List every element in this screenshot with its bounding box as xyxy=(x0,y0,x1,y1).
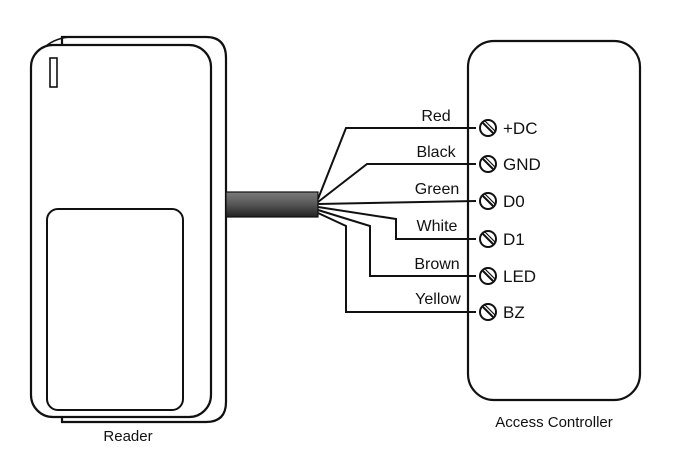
terminal-screw-icon xyxy=(479,192,497,210)
wire-green xyxy=(317,200,477,205)
terminal-screw-icon xyxy=(479,155,497,173)
access-controller: Access Controller xyxy=(466,39,642,431)
wires xyxy=(317,127,477,313)
terminal-label-d0: D0 xyxy=(503,192,525,211)
wire-red xyxy=(317,127,476,200)
wire-label-yellow: Yellow xyxy=(415,291,461,308)
controller-caption: Access Controller xyxy=(495,414,613,431)
terminals xyxy=(479,119,497,321)
wire-label-black: Black xyxy=(416,144,456,161)
wire-label-brown: Brown xyxy=(414,256,459,273)
reader-top-bevel xyxy=(45,36,71,47)
terminal-label-led: LED xyxy=(503,267,536,286)
reader-caption: Reader xyxy=(103,428,152,445)
reader-device: Reader xyxy=(29,35,228,445)
terminal-label-dc: +DC xyxy=(503,119,537,138)
terminal-screw-icon xyxy=(479,303,497,321)
wire-labels: Red Black Green White Brown Yellow xyxy=(414,108,461,308)
terminal-label-d1: D1 xyxy=(503,230,525,249)
terminal-screw-icon xyxy=(479,230,497,248)
reader-led-slot xyxy=(49,57,58,88)
wire-white xyxy=(317,206,476,240)
reader-card-pad xyxy=(46,208,184,411)
terminal-label-gnd: GND xyxy=(503,155,541,174)
wire-label-red: Red xyxy=(421,108,450,125)
terminal-labels: +DC GND D0 D1 LED BZ xyxy=(503,119,541,322)
wire-label-white: White xyxy=(417,218,458,235)
terminal-screw-icon xyxy=(479,119,497,137)
wire-label-green: Green xyxy=(415,181,459,198)
wire-yellow xyxy=(317,212,476,313)
reader-cable xyxy=(225,191,319,218)
terminal-screw-icon xyxy=(479,267,497,285)
wire-black xyxy=(317,163,476,203)
controller-box xyxy=(466,39,642,402)
terminal-label-bz: BZ xyxy=(503,303,525,322)
wire-brown xyxy=(317,209,476,277)
